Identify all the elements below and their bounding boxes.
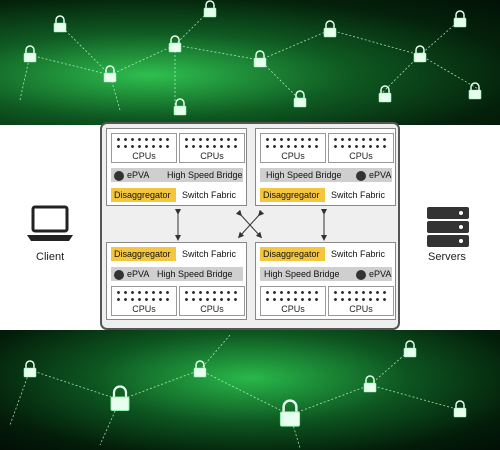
epva-label: ePVA bbox=[127, 269, 150, 279]
bridge-bar: High Speed Bridge ePVA bbox=[260, 267, 392, 281]
switch-fabric-label: Switch Fabric bbox=[331, 247, 393, 261]
network-background-top bbox=[0, 0, 500, 125]
system-enclosure: CPUs CPUs ePVA High Speed Bridge Disaggr… bbox=[100, 122, 400, 330]
switch-fabric-label: Switch Fabric bbox=[182, 247, 244, 261]
disaggregator-box: Disaggregator bbox=[260, 188, 325, 202]
gear-icon bbox=[356, 269, 366, 280]
padlock-network-top bbox=[19, 0, 482, 116]
bridge-label: High Speed Bridge bbox=[167, 170, 243, 180]
cpu-label: CPUs bbox=[349, 304, 373, 314]
padlock-network-bottom bbox=[9, 334, 467, 449]
bridge-label: High Speed Bridge bbox=[266, 170, 342, 180]
bridge-bar: ePVA High Speed Bridge bbox=[111, 168, 243, 182]
epva-label: ePVA bbox=[369, 170, 392, 180]
client-label: Client bbox=[36, 251, 65, 263]
laptop-icon bbox=[27, 205, 73, 241]
switch-fabric-label: Switch Fabric bbox=[182, 188, 244, 202]
disaggregator-box: Disaggregator bbox=[111, 188, 176, 202]
disaggregator-box: Disaggregator bbox=[260, 247, 325, 261]
cpu-block: CPUs bbox=[179, 286, 245, 316]
quadrant-top-left: CPUs CPUs ePVA High Speed Bridge Disaggr… bbox=[106, 128, 247, 206]
switch-fabric-label: Switch Fabric bbox=[331, 188, 393, 202]
bridge-label: High Speed Bridge bbox=[157, 269, 233, 279]
bridge-bar: ePVA High Speed Bridge bbox=[111, 267, 243, 281]
interconnect-arrows bbox=[175, 209, 327, 241]
epva-label: ePVA bbox=[369, 269, 392, 279]
cpu-label: CPUs bbox=[132, 304, 156, 314]
epva-group: ePVA bbox=[356, 168, 391, 182]
gear-icon bbox=[114, 170, 124, 181]
cpu-block: CPUs bbox=[111, 133, 177, 163]
cpu-label: CPUs bbox=[200, 151, 224, 161]
disaggregator-box: Disaggregator bbox=[111, 247, 176, 261]
client-node bbox=[25, 205, 75, 250]
cpu-label: CPUs bbox=[281, 151, 305, 161]
cpu-label: CPUs bbox=[200, 304, 224, 314]
servers-node bbox=[425, 205, 471, 254]
epva-group: ePVA bbox=[356, 267, 391, 281]
gear-icon bbox=[356, 170, 366, 181]
cpu-label: CPUs bbox=[349, 151, 373, 161]
epva-label: ePVA bbox=[127, 170, 150, 180]
quadrant-bottom-left: Disaggregator Switch Fabric ePVA High Sp… bbox=[106, 242, 247, 320]
cpu-block: CPUs bbox=[328, 133, 394, 163]
cpu-block: CPUs bbox=[111, 286, 177, 316]
quadrant-bottom-right: Disaggregator Switch Fabric High Speed B… bbox=[255, 242, 396, 320]
network-background-bottom bbox=[0, 330, 500, 450]
servers-label: Servers bbox=[428, 251, 466, 263]
cpu-block: CPUs bbox=[260, 133, 326, 163]
server-rack-icon bbox=[427, 207, 469, 247]
epva-group: ePVA bbox=[114, 267, 149, 281]
cpu-block: CPUs bbox=[328, 286, 394, 316]
gear-icon bbox=[114, 269, 124, 280]
cpu-block: CPUs bbox=[260, 286, 326, 316]
bridge-label: High Speed Bridge bbox=[264, 269, 340, 279]
quadrant-top-right: CPUs CPUs High Speed Bridge ePVA Disaggr… bbox=[255, 128, 396, 206]
arrow-icon bbox=[175, 209, 327, 241]
bridge-bar: High Speed Bridge ePVA bbox=[260, 168, 392, 182]
epva-group: ePVA bbox=[114, 168, 149, 182]
cpu-block: CPUs bbox=[179, 133, 245, 163]
cpu-label: CPUs bbox=[132, 151, 156, 161]
cpu-label: CPUs bbox=[281, 304, 305, 314]
